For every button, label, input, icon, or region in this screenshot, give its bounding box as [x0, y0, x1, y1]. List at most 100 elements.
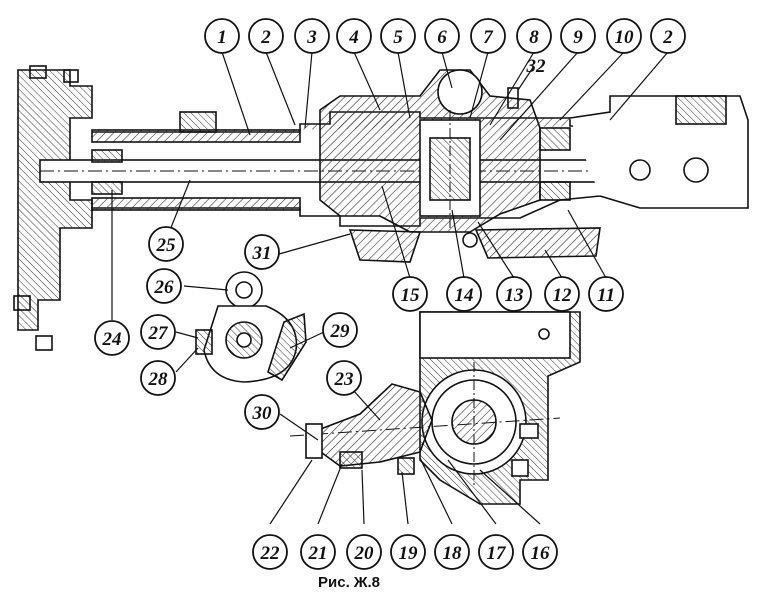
callout-15: 15: [392, 276, 428, 312]
lever-arm: [267, 312, 307, 382]
callout-6: 6: [424, 18, 460, 54]
callout-label: 4: [348, 27, 359, 48]
callout-label: 32: [526, 56, 547, 77]
hub-bolt-bottom: [13, 295, 31, 311]
pinion-flange: [305, 423, 323, 459]
left-bearing: [91, 149, 123, 163]
callout-label: 24: [102, 329, 122, 350]
callout-label: 7: [483, 27, 494, 48]
drum-left: [348, 229, 422, 263]
callout-label: 14: [455, 285, 474, 306]
ribbed-drum: [474, 227, 601, 259]
callout-14: 14: [446, 276, 482, 312]
end-bolt-2: [683, 157, 709, 183]
pinion-nut: [339, 451, 363, 469]
callout-16: 16: [522, 534, 558, 570]
right-bearing-bottom: [539, 181, 571, 201]
callout-5: 5: [380, 18, 416, 54]
hub-bolt-top: [29, 65, 47, 79]
callout-label: 1: [217, 27, 227, 48]
figure-caption: Рис. Ж.8: [318, 574, 380, 591]
end-bolt-1: [629, 159, 651, 181]
callout-17: 17: [478, 534, 514, 570]
drain-plug: [462, 232, 478, 248]
axle-housing-assembly: [13, 65, 749, 351]
leader-lines: [111, 51, 669, 525]
lever-top-ring: [225, 271, 263, 309]
callout-label: 17: [487, 543, 508, 564]
hub-bolt-top-2: [63, 69, 79, 83]
callout-label: 27: [148, 323, 170, 344]
callout-27: 27: [140, 314, 176, 350]
callout-11: 11: [588, 276, 624, 312]
callout-24: 24: [94, 320, 130, 356]
callouts: 1 2 3 4 5 6 7 8 9 10 2 11 12 13 14 15 16…: [94, 18, 686, 570]
callout-label: 31: [252, 243, 272, 264]
callout-29: 29: [322, 312, 358, 348]
callout-18: 18: [434, 534, 470, 570]
callout-10: 10: [606, 18, 642, 54]
callout-label: 18: [443, 543, 463, 564]
callout-8: 8: [516, 18, 552, 54]
hub-bolt-bottom-2: [35, 335, 53, 351]
callout-label: 11: [597, 285, 615, 306]
final-drive-assembly: [289, 311, 581, 505]
lever-bolt-left: [195, 329, 213, 355]
callout-2b: 2: [650, 18, 686, 54]
callout-label: 28: [148, 369, 169, 390]
callout-label: 26: [154, 277, 175, 298]
callout-9: 9: [560, 18, 596, 54]
callout-28: 28: [140, 360, 176, 396]
callout-1: 1: [204, 18, 240, 54]
callout-label: 19: [399, 543, 419, 564]
callout-label: 9: [573, 27, 583, 48]
callout-label: 3: [306, 27, 317, 48]
callout-label: 15: [401, 285, 421, 306]
callout-label: 10: [615, 27, 635, 48]
callout-25: 25: [148, 226, 184, 262]
callout-26: 26: [146, 268, 182, 304]
callout-label: 16: [531, 543, 551, 564]
bracket-bolt: [519, 423, 539, 439]
callout-23: 23: [326, 360, 362, 396]
callout-7: 7: [470, 18, 506, 54]
bracket-top: [419, 311, 571, 359]
housing-boss: [437, 69, 483, 115]
callout-label: 2: [260, 27, 271, 48]
callout-label: 12: [553, 285, 573, 306]
callout-label: 29: [330, 321, 351, 342]
callout-label: 20: [354, 543, 375, 564]
callout-31: 31: [244, 234, 280, 270]
callout-2: 2: [248, 18, 284, 54]
callout-32: 32: [526, 56, 547, 77]
wheel-hub: [17, 69, 93, 331]
bracket-bolt-2: [511, 459, 529, 477]
left-bearing-bottom: [91, 181, 123, 195]
callout-label: 21: [308, 543, 328, 564]
axle-tube-lower: [92, 195, 601, 227]
callout-4: 4: [336, 18, 372, 54]
callout-label: 6: [437, 27, 447, 48]
callout-22: 22: [252, 534, 288, 570]
callout-label: 23: [334, 369, 354, 390]
callout-20: 20: [346, 534, 382, 570]
callout-12: 12: [544, 276, 580, 312]
callout-21: 21: [300, 534, 336, 570]
callout-3: 3: [294, 18, 330, 54]
pinion-housing: [317, 383, 433, 467]
callout-label: 8: [529, 27, 539, 48]
callout-19: 19: [390, 534, 426, 570]
end-mount: [675, 95, 727, 125]
callout-13: 13: [496, 276, 532, 312]
callout-30: 30: [244, 394, 280, 430]
tube-outer-band-bottom: [91, 197, 301, 211]
lever-assembly: [195, 271, 307, 383]
callout-label: 13: [505, 285, 524, 306]
pinion-bolt: [397, 457, 415, 475]
callout-label: 22: [260, 543, 281, 564]
callout-label: 2: [662, 27, 673, 48]
top-plug: [179, 111, 217, 133]
callout-label: 25: [156, 235, 177, 256]
callout-label: 5: [393, 27, 403, 48]
